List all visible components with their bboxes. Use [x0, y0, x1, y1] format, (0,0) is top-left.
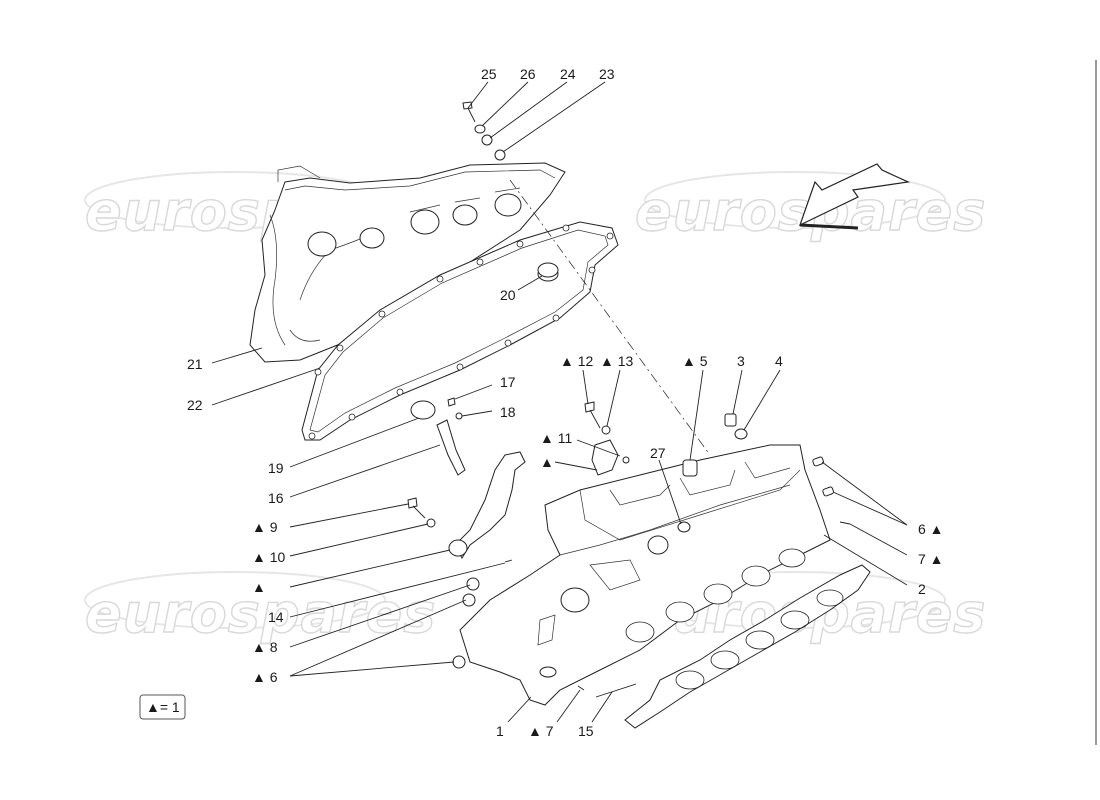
- callout-label: 22: [187, 397, 203, 413]
- head-gasket-part: [624, 564, 871, 729]
- callout-label: 7 ▲: [918, 551, 944, 567]
- callout-label: 23: [599, 66, 615, 82]
- callout-label: 25: [481, 66, 497, 82]
- callout-label: ▲ 9: [252, 519, 278, 535]
- sensor-bracket-part: [410, 400, 526, 560]
- callout-label: 14: [268, 609, 284, 625]
- cylinder-head-part: [459, 444, 831, 706]
- callout-label: 4: [775, 353, 783, 369]
- callout-label: 20: [500, 287, 516, 303]
- callout-label: ▲ 7: [528, 723, 554, 739]
- leader-lines-group: [211, 81, 908, 723]
- callout-label: 19: [268, 460, 284, 476]
- cover-bolts-group: [462, 101, 506, 161]
- small-fasteners-group: [407, 179, 851, 698]
- callout-label: 15: [578, 723, 594, 739]
- legend-box: ▲= 1: [139, 694, 186, 720]
- legend-text: ▲= 1: [146, 699, 180, 715]
- callout-label: 16: [268, 490, 284, 506]
- callout-label: ▲ 11: [540, 430, 572, 446]
- valve-cover-part: [249, 162, 566, 363]
- callout-label: 26: [520, 66, 536, 82]
- callout-label: ▲: [252, 579, 266, 595]
- direction-arrow-icon: [798, 163, 911, 230]
- callout-label: ▲ 10: [252, 549, 286, 565]
- callout-label: ▲ 6: [252, 669, 278, 685]
- callout-label: ▲ 8: [252, 639, 278, 655]
- callout-label: 17: [500, 374, 516, 390]
- callout-label: 1: [496, 723, 504, 739]
- filler-cap-part: [537, 262, 559, 282]
- callout-label: 3: [737, 353, 745, 369]
- callout-label: 27: [650, 445, 666, 461]
- callout-label: 21: [187, 356, 203, 372]
- callout-label: 18: [500, 404, 516, 420]
- callout-label: ▲ 13: [600, 353, 634, 369]
- callout-label: 6 ▲: [918, 521, 944, 537]
- callout-label: ▲: [540, 454, 554, 470]
- callout-label: 2: [918, 581, 926, 597]
- callout-labels: 25 26 24 23 20 21 22 17 18 19 16 ▲ 9 ▲ 1…: [187, 66, 944, 739]
- callout-label: ▲ 12: [560, 353, 594, 369]
- callout-label: 24: [560, 66, 576, 82]
- callout-label: ▲ 5: [682, 353, 708, 369]
- watermark-text: eurospares: [85, 582, 436, 645]
